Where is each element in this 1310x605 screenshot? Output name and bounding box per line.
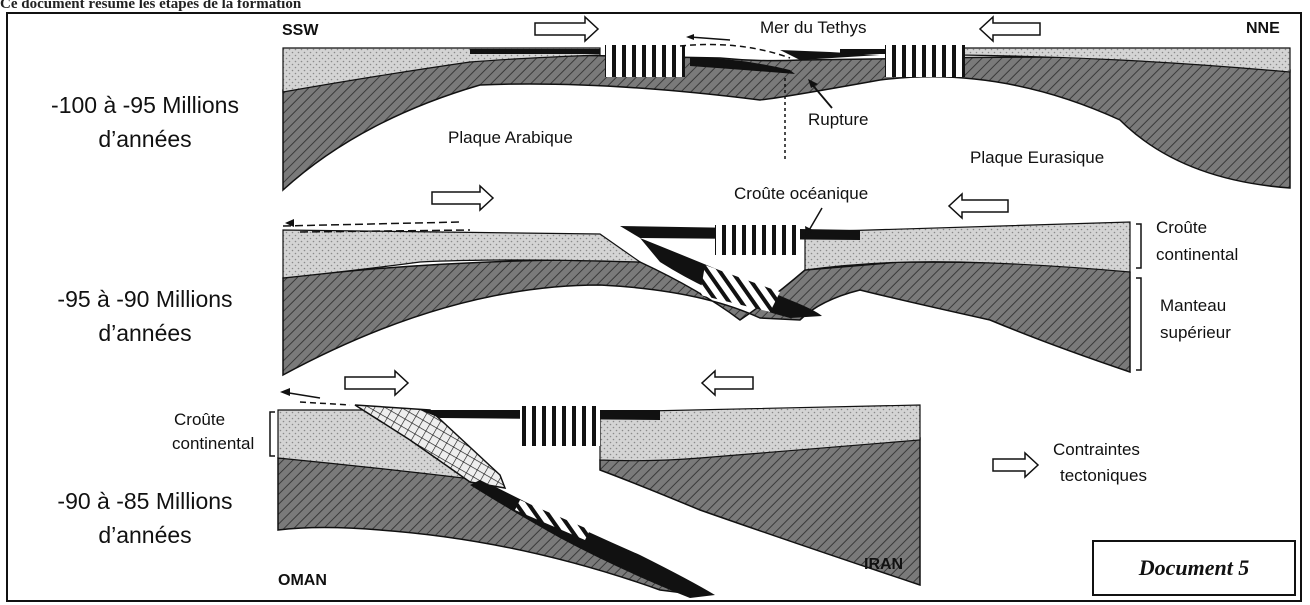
crust-bracket-right: [1136, 224, 1141, 268]
panel-2-arrow-right: [949, 194, 1008, 218]
legend-line-2: tectoniques: [1060, 466, 1147, 486]
label-crust-right-2: continental: [1156, 245, 1238, 265]
label-oman: OMAN: [278, 572, 327, 590]
document-title-box: Document 5: [1092, 540, 1296, 596]
legend-arrow: [993, 453, 1038, 477]
label-iran: IRAN: [864, 556, 903, 574]
mantle-bracket-right: [1136, 278, 1141, 370]
label-eurasian-plate: Plaque Eurasique: [970, 148, 1104, 168]
document-title: Document 5: [1139, 555, 1250, 581]
panel-2: [283, 186, 1141, 375]
stage-3-label: -90 à -85 Millions d’années: [20, 484, 270, 552]
stage-1-line2: d’années: [20, 122, 270, 156]
label-crust-left-2: continental: [172, 434, 254, 454]
label-nne: NNE: [1246, 20, 1280, 38]
stage-1-label: -100 à -95 Millions d’années: [20, 88, 270, 156]
panel-1-mantle: [283, 55, 1290, 190]
label-mantle-1: Manteau: [1160, 296, 1226, 316]
panel-1-ocean-left: [470, 49, 600, 54]
panel-3-arrow-right: [702, 371, 753, 395]
panel-1-gap-right: [885, 45, 965, 77]
panel-1-arrow-right: [980, 17, 1040, 41]
stage-2-label: -95 à -90 Millions d’années: [20, 282, 270, 350]
label-rupture: Rupture: [808, 110, 868, 130]
panel-2-slab-dashes: [700, 265, 780, 312]
label-crust-right-1: Croûte: [1156, 218, 1207, 238]
panel-1: [283, 17, 1290, 190]
label-crust-left-1: Croûte: [174, 410, 225, 430]
stage-2-line1: -95 à -90 Millions: [20, 282, 270, 316]
panel-3: [270, 371, 920, 598]
panel-2-oceanic-pointer: [808, 208, 822, 232]
label-mantle-2: supérieur: [1160, 323, 1231, 343]
legend-line-1: Contraintes: [1053, 440, 1140, 460]
panel-2-arrow-left: [432, 186, 493, 210]
panel-1-arrow-left: [535, 17, 598, 41]
panel-3-gap: [520, 406, 600, 446]
stage-2-line2: d’années: [20, 316, 270, 350]
label-oceanic-crust: Croûte océanique: [734, 184, 868, 204]
stage-3-line2: d’années: [20, 518, 270, 552]
stage-1-line1: -100 à -95 Millions: [20, 88, 270, 122]
panel-1-gap-left: [605, 45, 685, 77]
label-arabian-plate: Plaque Arabique: [448, 128, 573, 148]
crust-bracket-left: [270, 412, 275, 456]
panel-2-gap: [715, 225, 800, 255]
panel-3-arrow-left: [345, 371, 408, 395]
label-ssw: SSW: [282, 22, 318, 40]
label-tethys: Mer du Tethys: [760, 18, 866, 38]
stage-3-line1: -90 à -85 Millions: [20, 484, 270, 518]
